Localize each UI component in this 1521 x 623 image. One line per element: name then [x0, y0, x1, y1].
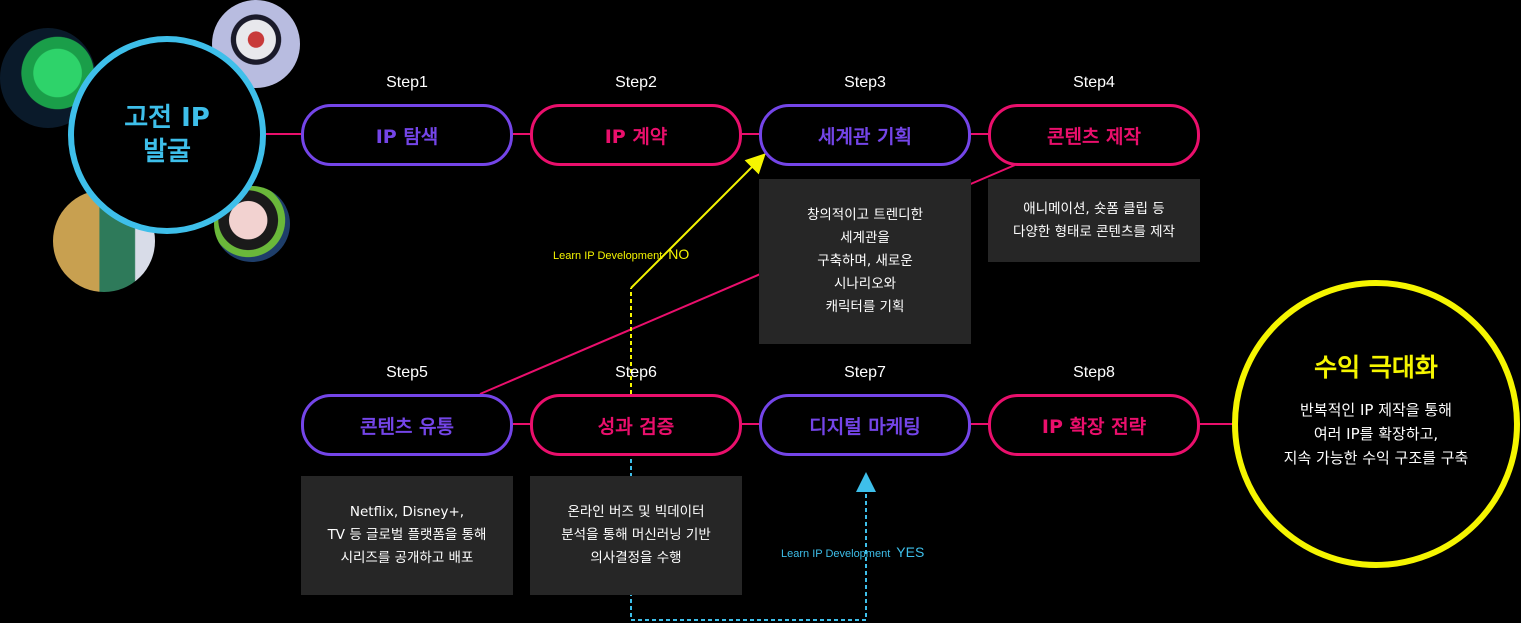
step2-label: Step2 [615, 74, 657, 91]
no-branch-arrow [630, 153, 766, 289]
step5-label: Step5 [386, 364, 428, 381]
step3-title: 세계관 기획 [817, 125, 912, 148]
end-circle-revenue-maximization: 수익 극대화 반복적인 IP 제작을 통해 여러 IP를 확장하고, 지속 가능… [1232, 280, 1520, 568]
step7-title: 디지털 마케팅 [809, 415, 921, 438]
end-title: 수익 극대화 [1314, 353, 1438, 382]
step2-ip-contract[interactable]: IP 계약 [530, 104, 742, 166]
step4-title: 콘텐츠 제작 [1046, 125, 1141, 148]
step8-label: Step8 [1073, 364, 1115, 381]
yes-branch-label: Learn IP Development [781, 548, 891, 560]
step3-description: 창의적이고 트렌디한 세계관을 구축하며, 새로운 시나리오와 캐릭터를 기획 [759, 179, 971, 344]
step1-ip-search[interactable]: IP 탐색 [301, 104, 513, 166]
no-branch-label: Learn IP Development [553, 250, 663, 262]
start-title: 고전 IP 발굴 [124, 103, 210, 167]
step6-title: 성과 검증 [597, 415, 675, 438]
step4-label: Step4 [1073, 74, 1115, 91]
step8-ip-expansion[interactable]: IP 확장 전략 [988, 394, 1200, 456]
yes-branch-note: Learn IP Development YES [781, 544, 924, 560]
step5-content-distribution[interactable]: 콘텐츠 유통 [301, 394, 513, 456]
step7-digital-marketing[interactable]: 디지털 마케팅 [759, 394, 971, 456]
step4-content-production[interactable]: 콘텐츠 제작 [988, 104, 1200, 166]
yes-branch-answer: YES [896, 544, 925, 560]
no-branch-answer: NO [668, 246, 690, 262]
end-description: 반복적인 IP 제작을 통해 여러 IP를 확장하고, 지속 가능한 수익 구조… [1283, 401, 1469, 467]
step1-title: IP 탐색 [375, 125, 439, 148]
step1-label: Step1 [386, 74, 428, 91]
no-branch-note: Learn IP Development NO [553, 246, 689, 262]
step3-worldbuilding[interactable]: 세계관 기획 [759, 104, 971, 166]
step5-title: 콘텐츠 유통 [359, 415, 454, 438]
step6-description: 온라인 버즈 및 빅데이터 분석을 통해 머신러닝 기반 의사결정을 수행 [530, 476, 742, 595]
step3-label: Step3 [844, 74, 886, 91]
step4-description: 애니메이션, 숏폼 클립 등 다양한 형태로 콘텐츠를 제작 [988, 179, 1200, 262]
step6-performance-validation[interactable]: 성과 검증 [530, 394, 742, 456]
step7-label: Step7 [844, 364, 886, 381]
start-circle-ip-discovery: 고전 IP 발굴 [68, 36, 266, 234]
step8-title: IP 확장 전략 [1041, 415, 1147, 438]
step6-label: Step6 [615, 364, 657, 381]
step5-description: Netflix, Disney+, TV 등 글로벌 플랫폼을 통해 시리즈를 … [301, 476, 513, 595]
step2-title: IP 계약 [604, 125, 668, 148]
